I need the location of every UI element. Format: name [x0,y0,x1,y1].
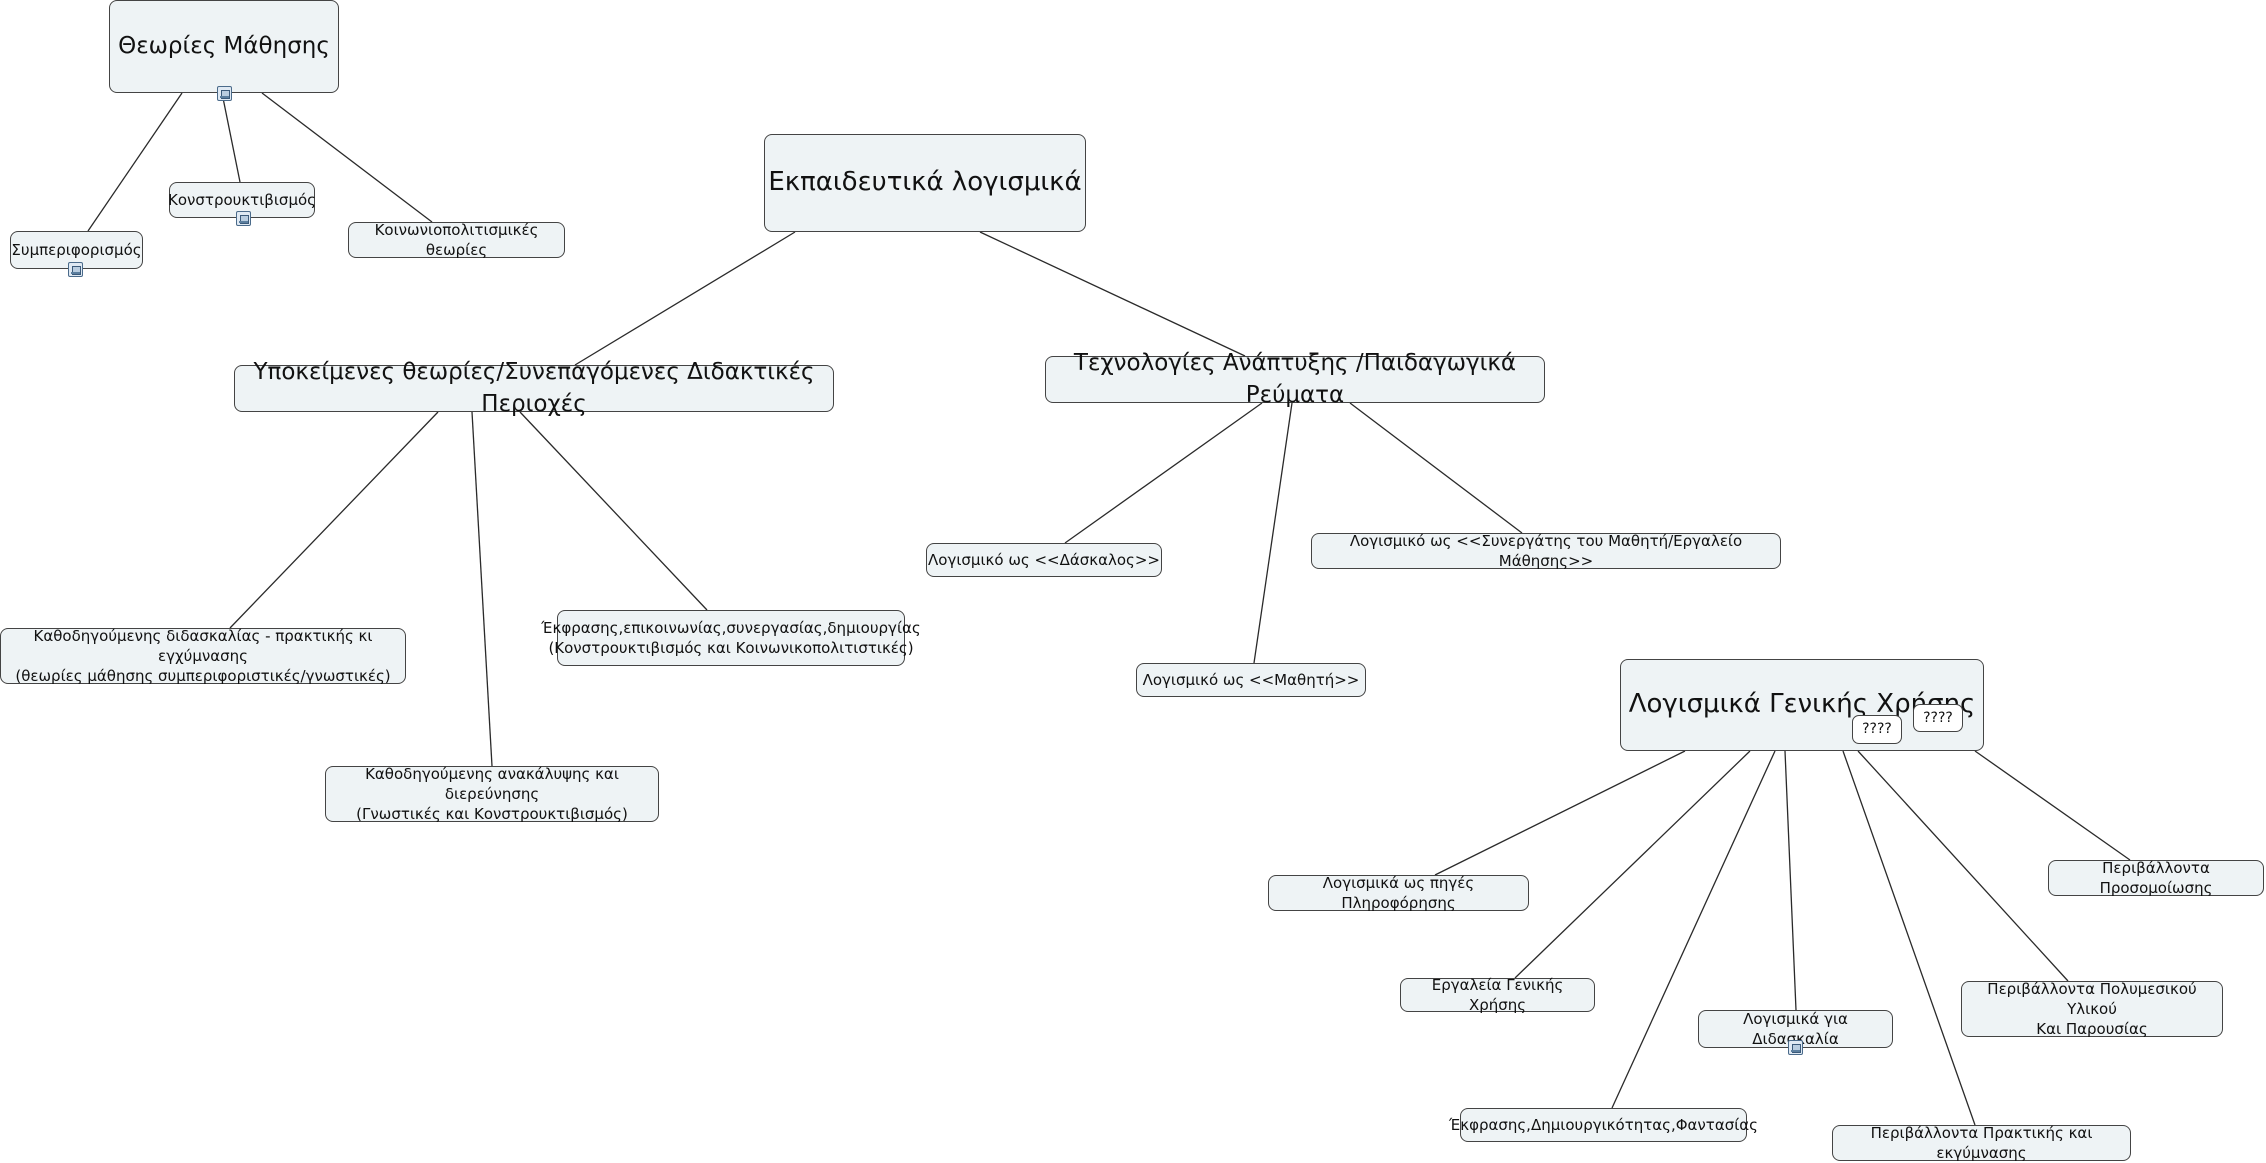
attachment-icon[interactable] [1788,1040,1803,1055]
expression-creativity-node[interactable]: Έκφρασης,Δημιουργικότητας,Φαντασίας [1449,1108,1758,1142]
simulation-environments-node[interactable]: Περιβάλλοντα Προσομοίωσης [2048,859,2264,897]
note-bubble[interactable]: ???? [1852,715,1902,744]
link-general-simulation [1974,750,2131,861]
note-bubble[interactable]: ???? [1913,704,1963,732]
link-theories-sociocultural [261,92,433,223]
link-underlying-guided [229,411,439,629]
software-as-student-node[interactable]: Λογισμικό ως <<Μαθητή>> [1136,663,1366,697]
link-underlying-expression [519,411,708,611]
link-general-tools [1514,750,1751,979]
link-root-underlying [574,231,796,366]
technologies-topic[interactable]: Τεχνολογίες Ανάπτυξης /Παιδαγωγικά Ρεύμα… [1045,350,1545,408]
link-tech-collaborator [1349,402,1523,534]
expression-communication-node[interactable]: Έκφρασης,επικοινωνίας,συνεργασίας,δημιου… [541,610,921,666]
link-general-teaching [1784,750,1797,1011]
multimedia-environments-node[interactable]: Περιβάλλοντα Πολυμεσικού Υλικού Και Παρο… [1961,980,2223,1038]
information-sources-node[interactable]: Λογισμικά ως πηγές Πληροφόρησης [1268,874,1529,912]
attachment-icon[interactable] [217,86,232,101]
root-topic[interactable]: Εκπαιδευτικά λογισμικά [764,134,1086,232]
link-general-expression [1611,750,1776,1109]
link-general-practice [1842,750,1976,1126]
sociocultural-node[interactable]: Κοινωνιοπολιτισμικές θεωρίες [348,221,565,259]
link-theories-constructivism [221,92,241,183]
teaching-software-node[interactable]: Λογισμικά για Διδασκαλία [1698,1010,1893,1048]
link-general-multimedia [1857,750,2069,982]
link-general-information [1434,750,1686,876]
link-tech-teacher [1064,402,1263,544]
practice-environments-node[interactable]: Περιβάλλοντα Πρακτικής και εκγύμνασης [1832,1124,2131,1162]
guided-teaching-node[interactable]: Καθοδηγούμενης διδασκαλίας - πρακτικής κ… [0,627,406,685]
theories-topic[interactable]: Θεωρίες Μάθησης [109,0,339,93]
software-as-teacher-node[interactable]: Λογισμικό ως <<Δάσκαλος>> [926,543,1162,577]
underlying-theories-topic[interactable]: Υποκείμενες θεωρίες/Συνεπαγόμενες Διδακτ… [234,359,834,417]
link-tech-student [1253,402,1293,664]
link-underlying-discovery [471,411,493,767]
link-theories-behaviorism [87,92,183,232]
image-icon[interactable] [68,262,83,277]
link-root-technologies [979,231,1246,357]
general-tools-node[interactable]: Εργαλεία Γενικής Χρήσης [1400,976,1595,1014]
attachment-icon[interactable] [236,211,251,226]
software-as-collaborator-node[interactable]: Λογισμικό ως <<Συνεργάτης του Μαθητή/Εργ… [1311,532,1781,570]
guided-discovery-node[interactable]: Καθοδηγούμενης ανακάλυψης και διερεύνηση… [325,765,659,823]
